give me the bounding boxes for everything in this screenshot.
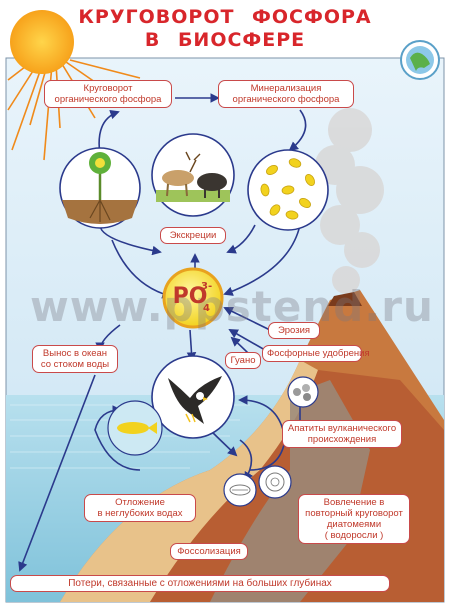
label-organic-cycle: Круговорот органического фосфора [44, 80, 172, 108]
label-repeated-cycle: Вовлечение в повторный круговорот диатом… [298, 494, 410, 544]
label-repeated-cycle-line-3: диатомеями [326, 519, 382, 530]
crater [328, 292, 362, 306]
label-ocean-runoff-line-2: со стоком воды [40, 359, 110, 370]
apatite-rocks-icon [287, 376, 319, 408]
label-excretion: Экскреции [160, 227, 226, 244]
label-shallow-deposits-line-2: в неглубоких водах [97, 508, 183, 519]
label-shallow-deposits-line-1: Отложение [115, 497, 165, 508]
label-ocean-runoff-line-1: Вынос в океан [42, 348, 108, 359]
label-apatites: Апатиты вулканического происхождения [282, 420, 402, 448]
globe-badge-icon [400, 40, 440, 80]
label-repeated-cycle-line-1: Вовлечение в [323, 497, 385, 508]
label-mineralization: Минерализация органического фосфора [218, 80, 354, 108]
label-organic-cycle-line-1: Круговорот [83, 83, 133, 94]
formula-base: PO [172, 284, 208, 309]
plant-icon [59, 147, 141, 229]
fish-icon [107, 400, 163, 456]
sun-icon [7, 10, 141, 161]
label-mineralization-line-1: Минерализация [250, 83, 322, 94]
watermark: www.ppstend.ru [30, 282, 434, 331]
label-ocean-runoff: Вынос в океан со стоком воды [32, 345, 118, 373]
eagle-icon [151, 355, 235, 439]
center-phosphate-circle [162, 267, 224, 329]
animals-icon [151, 133, 235, 217]
formula-subscript: 4 [203, 303, 210, 314]
bacteria-icon [247, 149, 329, 231]
label-repeated-cycle-line-4: ( водоросли ) [324, 530, 384, 541]
diatom-icon [223, 465, 292, 507]
label-repeated-cycle-line-2: повторный круговорот [305, 508, 403, 519]
title-line-1: КРУГОВОРОТ ФОСФОРА [78, 6, 372, 28]
label-organic-cycle-line-2: органического фосфора [54, 94, 162, 105]
label-apatites-line-1: Апатиты вулканического [287, 423, 397, 434]
label-deep-losses: Потери, связанные с отложениями на больш… [10, 575, 390, 592]
label-shallow-deposits: Отложение в неглубоких водах [84, 494, 196, 522]
formula-charge: 3- [201, 281, 213, 292]
label-fossilization: Фоссолизация [170, 543, 248, 560]
phosphate-formula: PO 3- 4 [165, 277, 215, 317]
sediment-layer [60, 360, 318, 602]
label-apatites-line-2: происхождения [307, 434, 377, 445]
label-erosion: Эрозия [268, 322, 320, 339]
label-mineralization-line-2: органического фосфора [232, 94, 340, 105]
title-line-2: В БИОСФЕРЕ [144, 29, 306, 51]
label-fertilizers: Фосфорные удобрения [262, 345, 370, 362]
label-guano: Гуано [225, 352, 261, 369]
